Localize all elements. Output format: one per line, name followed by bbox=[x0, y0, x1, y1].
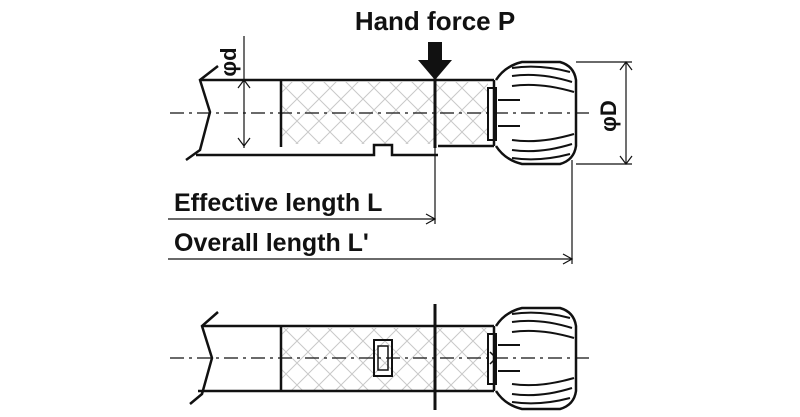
scale-window bbox=[373, 339, 393, 377]
head-marker bbox=[489, 351, 498, 365]
knurled-head-bottom bbox=[494, 306, 578, 411]
shaft-outline bbox=[185, 65, 497, 162]
grip-hatch-bottom bbox=[282, 328, 488, 390]
bottom-view bbox=[170, 304, 590, 411]
length-dimensions: Effective length L Overall length L' bbox=[168, 148, 574, 265]
phi-D-dimension: φD bbox=[576, 61, 633, 165]
phi-d-label: φd bbox=[216, 47, 241, 76]
hand-force-arrow bbox=[418, 42, 452, 80]
knurled-head-top bbox=[494, 60, 578, 166]
effective-length-label: Effective length L bbox=[174, 189, 382, 217]
overall-length-label: Overall length L' bbox=[174, 229, 369, 257]
top-view: φd φD Hand force P bbox=[170, 6, 633, 166]
hand-force-label: Hand force P bbox=[355, 6, 515, 36]
phi-D-label: φD bbox=[596, 100, 621, 132]
phi-d-dimension: φd bbox=[216, 36, 251, 148]
